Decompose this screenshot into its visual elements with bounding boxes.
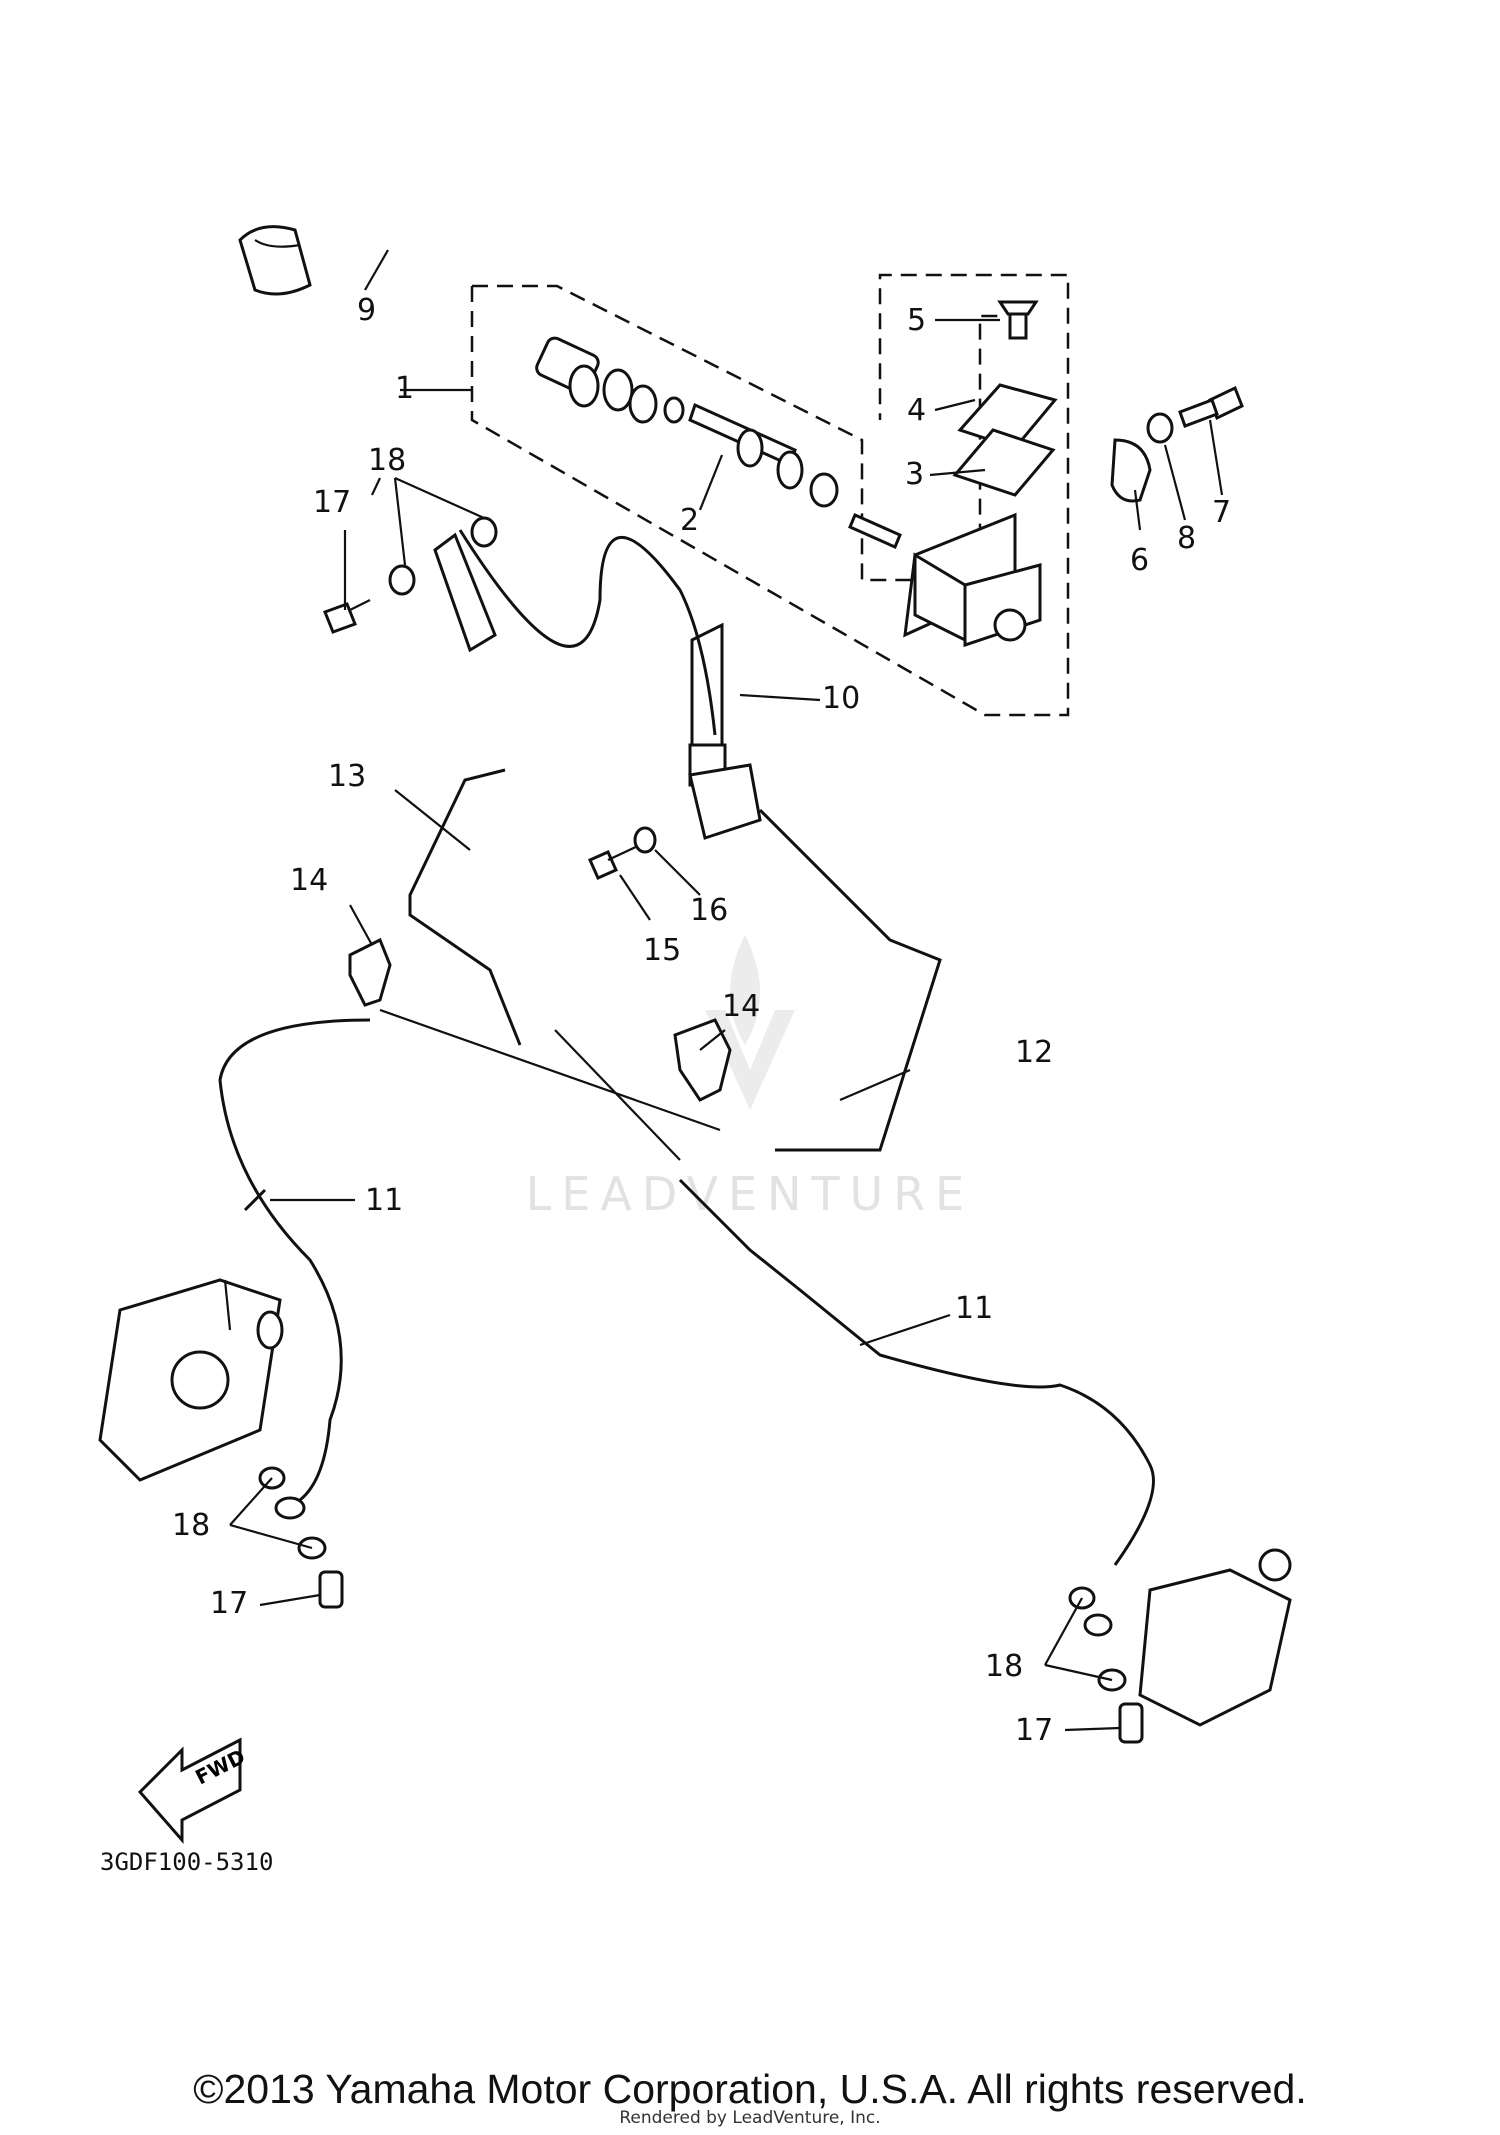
callout-11-left: 11	[365, 1183, 403, 1218]
part-11-hose-left	[218, 1018, 371, 1502]
part-15-bolt	[588, 850, 618, 880]
part-12-pipe	[758, 808, 942, 1152]
part-7-bolt	[1178, 385, 1244, 428]
rendered-by: Rendered by LeadVenture, Inc.	[619, 2108, 881, 2128]
callout-10: 10	[822, 681, 860, 716]
part-18-washer-right-b	[1083, 1613, 1113, 1637]
fwd-arrow: FWD	[137, 1737, 249, 1844]
part-code: 3GDF100-5310	[100, 1848, 273, 1876]
callout-16: 16	[690, 893, 728, 928]
callout-15: 15	[643, 933, 681, 968]
leader-lines	[229, 318, 1224, 1732]
callout-9: 9	[357, 293, 376, 328]
watermark-text: LEADVENTURE	[526, 1167, 975, 1221]
part-10-hose	[458, 529, 717, 736]
callout-4: 4	[907, 393, 926, 428]
callout-5: 5	[907, 303, 926, 338]
callout-7: 7	[1212, 495, 1231, 530]
callouts: 1 2 3 4 5 6 7 8 9 10 11 11 12 13 14 14 1…	[172, 293, 1231, 1748]
assembly-1-outline-lower	[470, 273, 1070, 717]
part-8-washer	[1146, 412, 1174, 444]
callout-11-right: 11	[955, 1291, 993, 1326]
callout-17-left: 17	[210, 1586, 248, 1621]
part-13-pipe	[408, 768, 522, 1046]
copyright: ©2013 Yamaha Motor Corporation, U.S.A. A…	[193, 2066, 1307, 2112]
part-14-clamp-left	[348, 937, 392, 1007]
watermark: LEADVENTURE	[526, 935, 975, 1221]
part-18-washer-upper-a	[388, 564, 416, 596]
part-6-holder	[1110, 438, 1152, 503]
callout-13: 13	[328, 759, 366, 794]
callout-3: 3	[905, 457, 924, 492]
callout-12: 12	[1015, 1035, 1053, 1070]
callout-14-left: 14	[290, 863, 328, 898]
callout-1: 1	[395, 371, 414, 406]
part-18-washer-upper-b	[470, 516, 498, 548]
callout-14-right: 14	[722, 989, 760, 1024]
part-17-bolt-left	[318, 1570, 344, 1609]
callout-18-upper: 18	[368, 443, 406, 478]
part-5-screw	[997, 300, 1039, 340]
part-16-washer	[633, 826, 657, 854]
joint-block	[688, 763, 762, 840]
part-17-bolt-right	[1118, 1702, 1144, 1744]
callout-18-left: 18	[172, 1508, 210, 1543]
callout-17-right: 17	[1015, 1713, 1053, 1748]
master-cylinder-body	[903, 512, 1042, 648]
right-caliper	[1138, 1548, 1292, 1727]
callout-2: 2	[680, 503, 699, 538]
part-14-clamp-right	[673, 1018, 732, 1102]
assembly-1-outline	[472, 284, 1003, 582]
left-caliper	[98, 1278, 284, 1482]
part-3-diaphragm	[952, 428, 1056, 497]
part-17-bolt-upper	[323, 599, 371, 634]
part-11-hose-right	[678, 1178, 1155, 1566]
part-1-piston-kit	[535, 336, 902, 549]
callout-8: 8	[1177, 521, 1196, 556]
callout-18-right: 18	[985, 1649, 1023, 1684]
part-9-grip	[238, 225, 312, 296]
callout-6: 6	[1130, 543, 1149, 578]
callout-17-upper: 17	[313, 485, 351, 520]
hose-end-left	[274, 1496, 306, 1520]
